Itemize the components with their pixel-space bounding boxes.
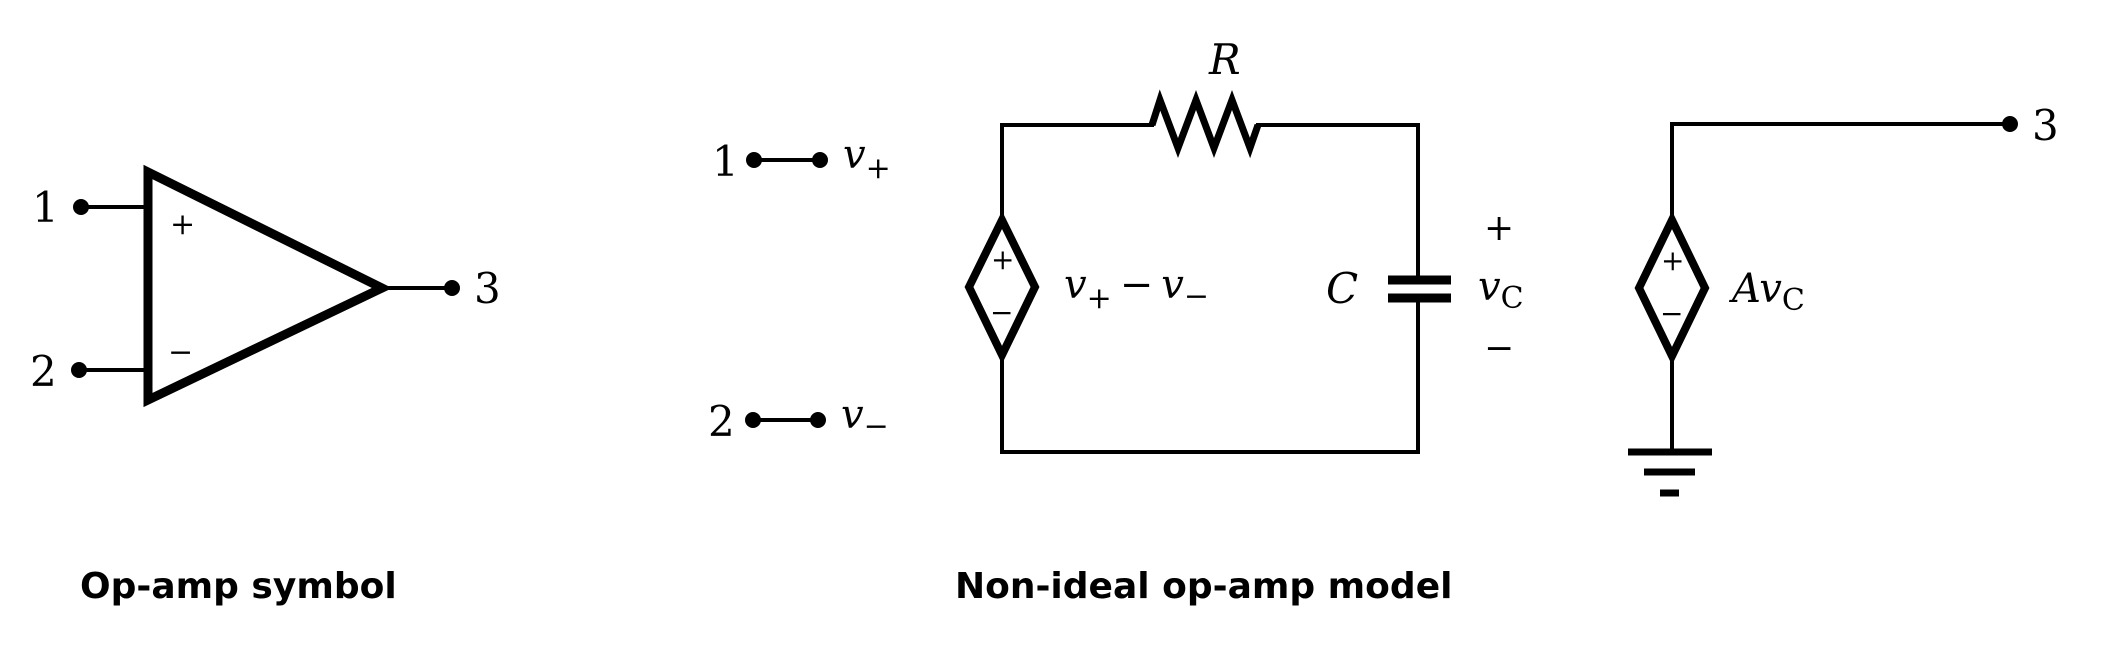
non-inverting-sign: + [170,207,195,242]
source1-expression: v+−v− [1064,262,1209,316]
cap-voltage-minus: − [1484,328,1514,369]
model-caption: Non-ideal op-amp model [955,566,1452,607]
v-plus-label: v+ [843,132,891,186]
source2-gain-label: AvC [1728,266,1805,318]
terminal-3-dot[interactable] [444,280,460,296]
source1-op: − [1120,262,1154,308]
source2-base: v [1759,266,1782,312]
model-terminal-1-label: 1 [712,137,739,186]
source1-vb: v [1161,262,1184,308]
capacitor-label: C [1326,264,1358,313]
v-minus-label: v− [841,392,889,444]
terminal-1-label: 1 [32,183,59,232]
v-plus-node-dot[interactable] [812,152,828,168]
op-amp-triangle [143,164,393,408]
cap-voltage-plus: + [1484,208,1514,249]
source2-minus: − [1660,297,1683,330]
model-terminal-2-label: 2 [708,397,735,446]
dependent-voltage-source-1 [964,210,1040,365]
rc-loop-wire-bottom [1000,296,1420,454]
terminal-2-dot[interactable] [71,362,87,378]
source1-minus: − [990,296,1013,329]
source1-plus: + [991,243,1014,276]
v-plus-sub: + [866,151,891,186]
source2-gain: A [1728,266,1759,312]
source2-plus: + [1661,244,1684,277]
op-amp-model-panel: 1 v+ 2 v− R C + − v+−v− + vC − [708,35,2059,607]
model-terminal-3-dot[interactable] [2002,116,2018,132]
dependent-voltage-source-2 [1634,210,1710,366]
source1-va-sub: + [1087,281,1112,316]
v-minus-base: v [841,392,864,438]
cap-voltage-label: vC [1478,264,1524,316]
source2-sub: C [1782,283,1805,318]
model-terminal-2-dot[interactable] [745,412,761,428]
output-wire [1670,122,2012,220]
cap-voltage-sub: C [1501,281,1524,316]
model-terminal-3-label: 3 [2032,101,2059,150]
v-minus-node-dot[interactable] [810,412,826,428]
terminal-3-label: 3 [474,264,501,313]
source1-vb-sub: − [1184,279,1209,314]
rc-loop-wire-right [1256,123,1420,281]
symbol-caption: Op-amp symbol [80,566,397,607]
cap-voltage-base: v [1478,264,1501,310]
inverting-sign: − [168,335,193,370]
model-terminal-1-dot[interactable] [746,152,762,168]
op-amp-symbol-panel: 1 2 3 + − Op-amp symbol [30,164,501,607]
resistor-label: R [1208,35,1241,84]
rc-loop-wire [1000,123,1154,220]
terminal-1-dot[interactable] [73,199,89,215]
ground-icon [1628,448,1712,497]
terminal-2-label: 2 [30,347,57,396]
v-plus-base: v [843,132,866,178]
v-minus-sub: − [864,409,889,444]
resistor-R [1148,89,1262,159]
source1-va: v [1064,262,1087,308]
